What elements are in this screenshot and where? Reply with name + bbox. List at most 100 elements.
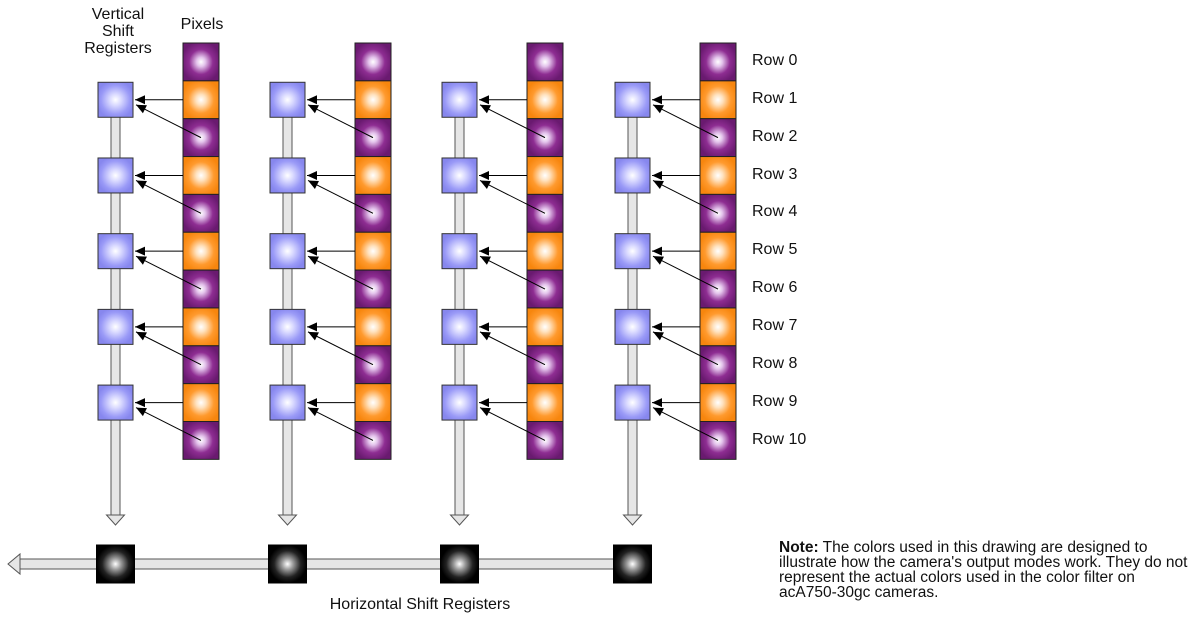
pixel-orange	[699, 156, 737, 195]
vertical-shift-register	[441, 233, 478, 270]
vertical-shift-register	[269, 157, 306, 194]
row-label: Row 5	[752, 241, 798, 259]
vertical-shift-register	[614, 157, 651, 194]
row-label: Row 0	[752, 52, 798, 69]
pixel-orange	[354, 383, 392, 422]
pixel-orange	[526, 231, 564, 271]
vertical-transfer-arrowhead	[277, 514, 298, 526]
row-label: Row 8	[752, 354, 798, 372]
vertical-transfer-arrowhead	[105, 514, 126, 526]
pixel-orange	[182, 383, 220, 422]
transfer-arrowhead	[653, 331, 664, 341]
pixel-orange	[526, 80, 564, 120]
pixel-orange	[699, 80, 737, 120]
transfer-arrowhead	[135, 398, 145, 408]
transfer-arrowhead	[480, 256, 491, 265]
transfer-arrowhead	[480, 180, 491, 190]
vertical-shift-register	[614, 384, 651, 421]
vertical-transfer-arrowhead	[449, 514, 470, 526]
vertical-shift-register	[269, 81, 306, 118]
vertical-shift-registers-label: Vertical Shift Registers	[80, 6, 156, 57]
transfer-arrow-line	[479, 331, 546, 366]
pixel-orange	[354, 231, 392, 271]
vertical-shift-register	[269, 308, 306, 345]
transfer-arrow-line	[307, 180, 374, 214]
pixel-purple	[354, 269, 392, 309]
transfer-arrowhead	[479, 398, 489, 408]
transfer-arrowhead	[307, 170, 317, 180]
transfer-arrowhead	[308, 331, 319, 341]
transfer-arrow-line	[135, 104, 202, 139]
vertical-label-line-1: Vertical	[91, 6, 145, 23]
vertical-shift-register	[614, 233, 651, 270]
vertical-shift-register	[97, 233, 134, 270]
transfer-arrow-line	[479, 255, 546, 290]
vertical-shift-register	[614, 308, 651, 345]
transfer-arrow-line	[652, 331, 719, 366]
output-arrowhead	[7, 552, 21, 576]
horizontal-shift-register	[440, 544, 479, 584]
transfer-arrowhead	[652, 322, 662, 332]
pixel-orange	[182, 231, 220, 271]
note-text: The colors used in this drawing are desi…	[779, 539, 1188, 601]
transfer-arrowhead	[135, 95, 145, 105]
pixel-purple	[182, 42, 220, 82]
pixel-orange	[182, 156, 220, 195]
vertical-label-line-2: Shift	[101, 23, 134, 40]
pixel-orange	[699, 383, 737, 422]
transfer-arrowhead	[307, 246, 317, 256]
pixel-orange	[182, 307, 220, 347]
transfer-arrowhead	[653, 256, 664, 265]
vertical-shift-register	[441, 308, 478, 345]
vertical-label-line-3: Registers	[84, 40, 152, 57]
transfer-arrowhead	[480, 104, 491, 114]
transfer-arrow-line	[135, 331, 202, 366]
pixel-orange	[182, 80, 220, 120]
transfer-arrow-line	[307, 255, 374, 290]
vertical-shift-register	[441, 157, 478, 194]
transfer-arrowhead	[308, 104, 319, 114]
transfer-arrow-line	[135, 407, 202, 441]
row-label: Row 2	[752, 127, 798, 145]
transfer-arrowhead	[652, 95, 662, 105]
pixel-orange	[354, 80, 392, 120]
pixel-orange	[526, 156, 564, 195]
transfer-arrowhead	[479, 246, 489, 256]
transfer-arrowhead	[479, 95, 489, 105]
transfer-arrowhead	[136, 256, 147, 265]
horizontal-shift-registers-label: Horizontal Shift Registers	[329, 596, 511, 613]
transfer-arrowhead	[135, 170, 145, 180]
transfer-arrowhead	[652, 246, 662, 256]
transfer-arrow-line	[652, 104, 719, 139]
vertical-shift-register	[614, 81, 651, 118]
row-label: Row 3	[752, 165, 798, 183]
transfer-arrowhead	[136, 331, 147, 341]
vertical-transfer-arrowhead	[622, 514, 643, 526]
transfer-arrowhead	[653, 180, 664, 190]
pixel-purple	[526, 42, 564, 82]
row-label: Row 6	[752, 279, 798, 297]
transfer-arrowhead	[652, 398, 662, 408]
pixel-orange	[354, 307, 392, 347]
pixel-purple	[354, 42, 392, 82]
pixel-orange	[526, 383, 564, 422]
pixels-label: Pixels	[180, 16, 224, 33]
row-label: Row 7	[752, 316, 798, 334]
pixel-purple	[526, 269, 564, 309]
transfer-arrow-line	[479, 180, 546, 214]
vertical-shift-register	[441, 81, 478, 118]
pixel-purple	[699, 269, 737, 309]
note: Note: The colors used in this drawing ar…	[779, 539, 1191, 601]
pixel-purple	[699, 42, 737, 82]
pixel-orange	[526, 307, 564, 347]
transfer-arrowhead	[135, 322, 145, 332]
row-label: Row 9	[752, 392, 798, 410]
transfer-arrowhead	[135, 246, 145, 256]
horizontal-shift-register	[96, 544, 135, 584]
pixel-purple	[182, 269, 220, 309]
transfer-arrow-line	[307, 104, 374, 139]
transfer-arrowhead	[136, 180, 147, 190]
transfer-arrowhead	[479, 322, 489, 332]
transfer-arrowhead	[136, 104, 147, 114]
